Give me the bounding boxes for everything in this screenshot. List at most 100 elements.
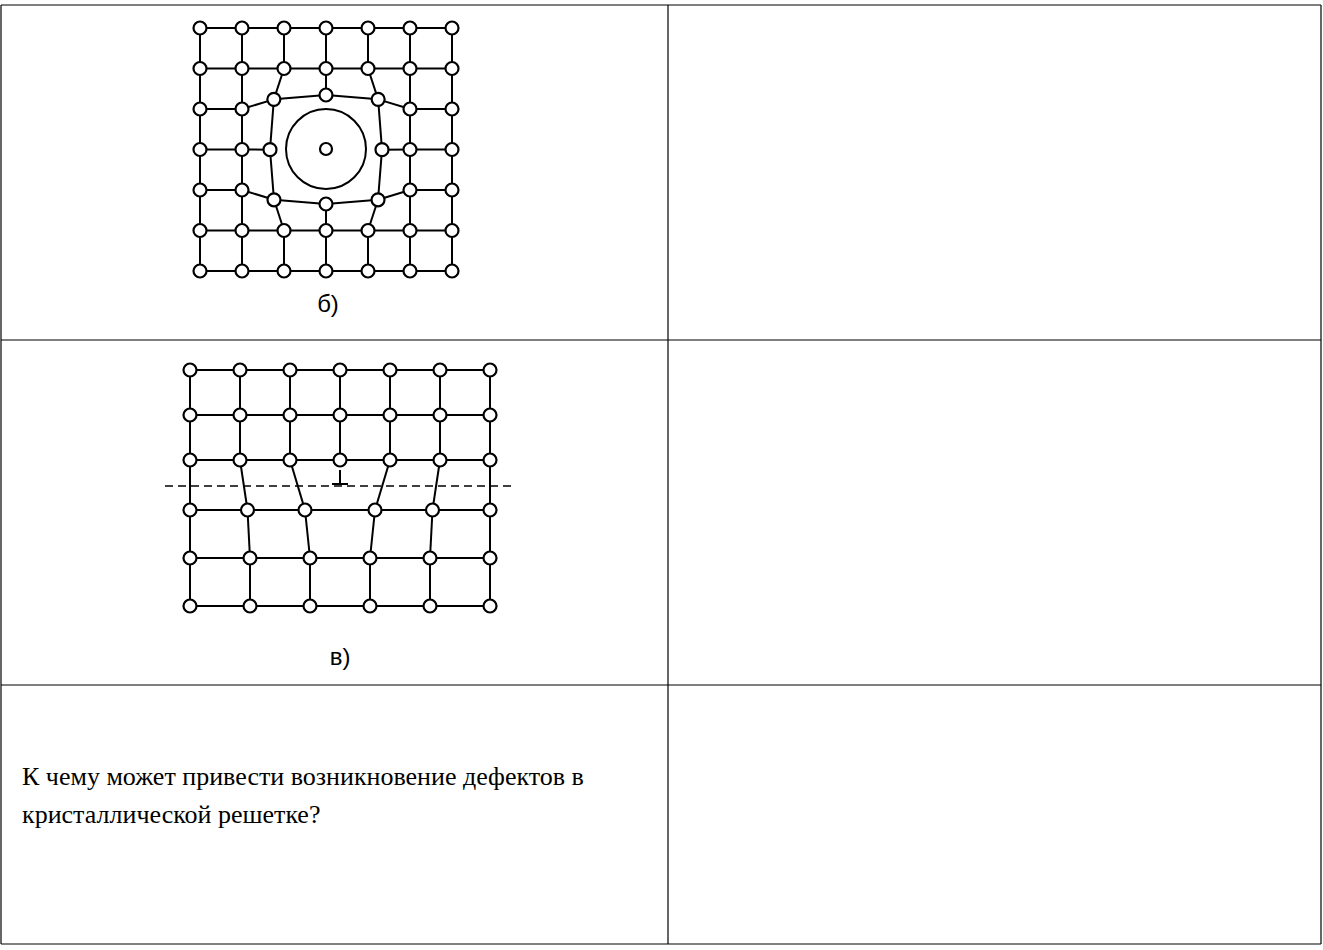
lattice-atom	[194, 62, 207, 75]
lattice-atom	[404, 224, 417, 237]
lattice-atom	[424, 552, 437, 565]
lattice-atom	[424, 600, 437, 613]
lattice-bond	[190, 509, 248, 511]
table-line	[0, 5, 1, 944]
lattice-atom	[184, 600, 197, 613]
lattice-bond	[430, 605, 490, 607]
lattice-atom	[267, 93, 280, 106]
lattice-atom	[484, 409, 497, 422]
lattice-atom	[362, 22, 375, 35]
lattice-atom	[236, 265, 249, 278]
lattice-bond	[250, 557, 310, 559]
dislocation-symbol	[332, 470, 348, 484]
lattice-atom	[184, 454, 197, 467]
lattice-atom	[484, 454, 497, 467]
lattice-atom	[284, 364, 297, 377]
lattice-atom	[404, 22, 417, 35]
lattice-atom	[320, 265, 333, 278]
lattice-atom	[384, 364, 397, 377]
lattice-bond	[430, 557, 490, 559]
table-line	[1, 4, 1321, 5]
lattice-atom	[375, 143, 388, 156]
slip-plane	[165, 485, 515, 487]
table-line	[1320, 5, 1321, 944]
lattice-atom	[404, 265, 417, 278]
lattice-atom	[264, 143, 277, 156]
lattice-atom	[236, 22, 249, 35]
lattice-atom	[320, 224, 333, 237]
lattice-atom	[446, 224, 459, 237]
lattice-atom	[446, 265, 459, 278]
lattice-atom	[362, 265, 375, 278]
lattice-atom	[278, 265, 291, 278]
lattice-bond	[248, 509, 306, 511]
lattice-atom	[404, 103, 417, 116]
lattice-atom	[434, 409, 447, 422]
lattice-bond	[310, 557, 370, 559]
lattice-atom	[184, 364, 197, 377]
lattice-atom	[236, 224, 249, 237]
lattice-atom	[304, 600, 317, 613]
lattice-atom	[234, 454, 247, 467]
lattice-atom	[320, 89, 333, 102]
lattice-atom	[320, 62, 333, 75]
lattice-bond	[310, 605, 370, 607]
lattice-atom	[372, 193, 385, 206]
table-line	[1, 684, 1321, 685]
distortion-ring	[286, 109, 366, 189]
lattice-bond	[250, 605, 310, 607]
table-grid	[1, 5, 1321, 944]
lattice-atom	[434, 454, 447, 467]
lattice-atom	[184, 409, 197, 422]
lattice-atom	[284, 409, 297, 422]
lattice-atom	[194, 143, 207, 156]
lattice-atom	[372, 93, 385, 106]
lattice-atom	[334, 454, 347, 467]
lattice-atom	[364, 552, 377, 565]
lattice-bond	[375, 509, 433, 511]
lattice-atom	[334, 364, 347, 377]
lattice-bond	[370, 557, 430, 559]
lattice-atom	[362, 62, 375, 75]
lattice-atom	[446, 103, 459, 116]
lattice-bond	[375, 460, 390, 510]
lattice-atom	[334, 409, 347, 422]
lattice-atom	[194, 103, 207, 116]
lattice-atom	[446, 22, 459, 35]
lattice-atom	[236, 62, 249, 75]
lattice-atom	[236, 103, 249, 116]
lattice-atom	[236, 184, 249, 197]
lattice-atom	[484, 504, 497, 517]
lattice-atom	[278, 22, 291, 35]
lattice-bond	[433, 509, 491, 511]
lattice-atom	[369, 504, 382, 517]
lattice-atom	[234, 364, 247, 377]
lattice-atom	[244, 600, 257, 613]
lattice-atom	[278, 224, 291, 237]
lattice-atom	[446, 143, 459, 156]
lattice-atom	[320, 198, 333, 211]
lattice-atom	[364, 600, 377, 613]
lattice-atom	[484, 552, 497, 565]
lattice-atom	[236, 143, 249, 156]
lattice-bond	[274, 95, 326, 99]
lattice-atom	[194, 224, 207, 237]
lattice-bond	[326, 200, 378, 204]
table-line	[1, 943, 1321, 944]
lattice-atom	[194, 184, 207, 197]
lattice-atom	[434, 364, 447, 377]
lattice-atom	[484, 600, 497, 613]
lattice-atom	[267, 193, 280, 206]
lattice-bond	[190, 557, 250, 559]
lattice-bond	[326, 95, 378, 99]
table-line	[667, 5, 668, 944]
lattice-atom	[194, 265, 207, 278]
lattice-atom	[404, 143, 417, 156]
lattice-atom	[446, 184, 459, 197]
lattice-atom	[244, 552, 257, 565]
lattice-atom	[234, 409, 247, 422]
lattice-atom	[184, 504, 197, 517]
lattice-bond	[370, 605, 430, 607]
lattice-atom	[484, 364, 497, 377]
